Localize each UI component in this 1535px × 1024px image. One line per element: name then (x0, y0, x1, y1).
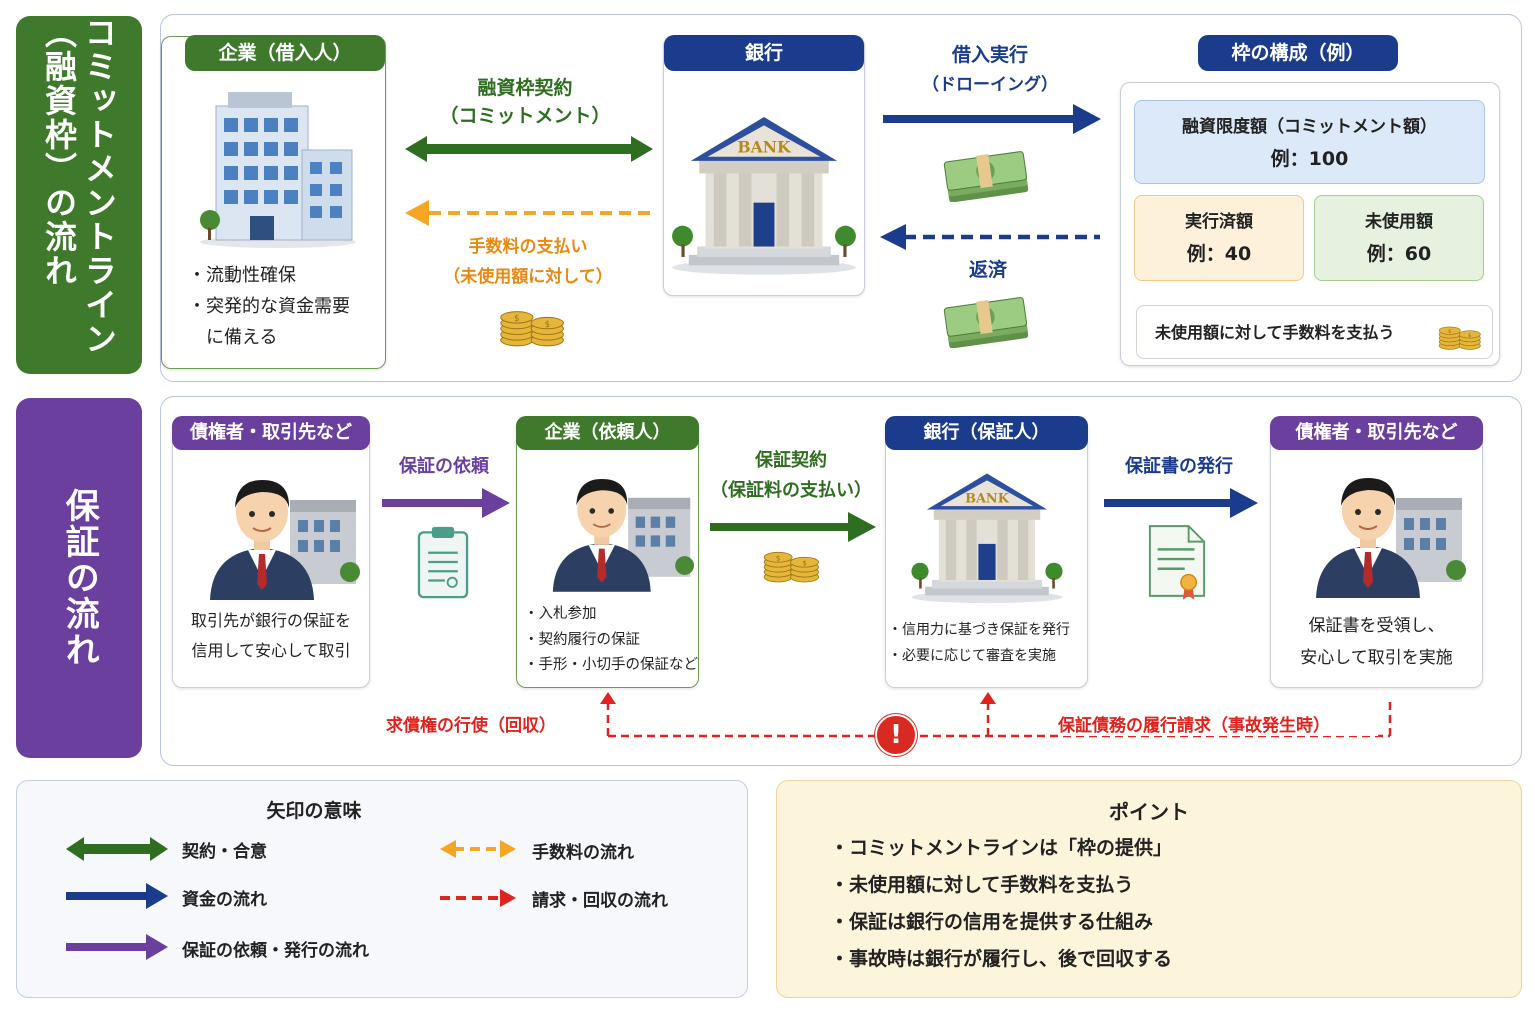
points-list: ・コミットメントラインは「枠の提供」 ・未使用額に対して手数料を支払う ・保証は… (830, 830, 1510, 978)
points-title: ポイント (1109, 800, 1189, 824)
legend-panel (16, 780, 748, 998)
bank-building-icon (904, 458, 1070, 604)
credit-limit-box: 融資限度額（コミットメント額） 例：100 (1134, 100, 1485, 184)
alert-icon: ! (875, 714, 917, 756)
businessman-icon (1296, 458, 1466, 598)
claim-recourse-lines (600, 692, 1392, 738)
company-bullets: ・入札参加 ・契約履行の保証 ・手形・小切手の保証など (524, 606, 698, 673)
legend-fee-label: 手数料の流れ (532, 843, 634, 863)
guarantee-request-label: 保証の依頼 (399, 456, 489, 477)
office-building-icon (200, 92, 356, 248)
bank-label: 銀行 (664, 35, 864, 71)
commitment-side-title: コミットメントライン（融資枠）の流れ (16, 16, 142, 374)
guarantor-bank-label: 銀行（保証人） (885, 416, 1088, 450)
legend-title: 矢印の意味 (266, 800, 362, 822)
legend-contract-arrow (66, 837, 168, 861)
legend-funds-arrow (66, 883, 168, 909)
legend-funds-label: 資金の流れ (182, 890, 267, 910)
point-item: ・事故時は銀行が履行し、後で回収する (830, 948, 1173, 970)
clipboard-icon (415, 525, 471, 599)
coin-stack-icon (1436, 318, 1486, 352)
creditor-left-label: 債権者・取引先など (172, 416, 370, 450)
certificate-issue-label: 保証書の発行 (1125, 456, 1233, 477)
repayment-arrow (880, 224, 1100, 250)
point-item: ・保証は銀行の信用を提供する仕組み (830, 911, 1154, 933)
borrower-bullets: ・流動性確保 ・突発的な資金需要 に備える (188, 265, 350, 348)
guarantee-request-arrow (382, 488, 510, 518)
coin-stack-icon (760, 540, 826, 586)
credit-line-contract-label: 融資枠契約 （コミットメント） (439, 77, 611, 127)
points-panel (776, 780, 1522, 998)
guarantee-side-title: 保証の流れ (16, 398, 142, 758)
certificate-icon (1146, 522, 1208, 600)
point-item: ・未使用額に対して手数料を支払う (830, 874, 1134, 896)
claim-label: 保証債務の履行請求（事故発生時） (1058, 711, 1378, 736)
contract-arrow (405, 136, 653, 162)
repayment-label: 返済 (968, 259, 1007, 281)
fee-payment-label: 手数料の支払い （未使用額に対して） (443, 237, 613, 287)
legend-contract-label: 契約・合意 (182, 842, 267, 862)
certificate-issue-arrow (1104, 488, 1258, 518)
company-label: 企業（依頼人） (516, 416, 699, 450)
borrower-label: 企業（借入人） (185, 35, 385, 71)
bank-building-icon (670, 98, 858, 276)
cash-stack-icon (940, 148, 1032, 202)
fee-arrow (405, 200, 651, 226)
guarantor-bank-bullets: ・信用力に基づき保証を発行 ・必要に応じて審査を実施 (888, 622, 1070, 664)
guarantee-contract-label: 保証契約 （保証料の支払い） (710, 450, 872, 501)
coin-stack-icon (496, 298, 572, 350)
drawdown-arrow (883, 104, 1101, 134)
cash-stack-icon (940, 294, 1032, 348)
creditor-right-label: 債権者・取引先など (1270, 416, 1483, 450)
businessman-icon (190, 460, 360, 600)
point-item: ・コミットメントラインは「枠の提供」 (830, 837, 1173, 859)
used-amount-box: 実行済額 例：40 (1134, 195, 1304, 281)
legend-claim-label: 請求・回収の流れ (532, 891, 668, 911)
structure-title: 枠の構成（例） (1198, 35, 1398, 71)
creditor-left-text: 取引先が銀行の保証を 信用して安心して取引 (190, 611, 351, 660)
legend-guarantee-arrow (66, 934, 168, 960)
legend-claim-arrow (440, 889, 516, 907)
drawdown-label: 借入実行 （ドローイング） (922, 44, 1058, 95)
unused-amount-box: 未使用額 例：60 (1314, 195, 1484, 281)
creditor-right-text: 保証書を受領し、 安心して取引を実施 (1300, 616, 1453, 668)
recourse-label: 求償権の行使（回収） (386, 716, 556, 736)
businessman-icon (534, 460, 694, 592)
fee-note-box: 未使用額に対して手数料を支払う (1136, 305, 1493, 359)
legend-fee-arrow (440, 840, 516, 858)
legend-guarantee-label: 保証の依頼・発行の流れ (182, 941, 369, 961)
guarantee-contract-arrow (710, 512, 876, 542)
